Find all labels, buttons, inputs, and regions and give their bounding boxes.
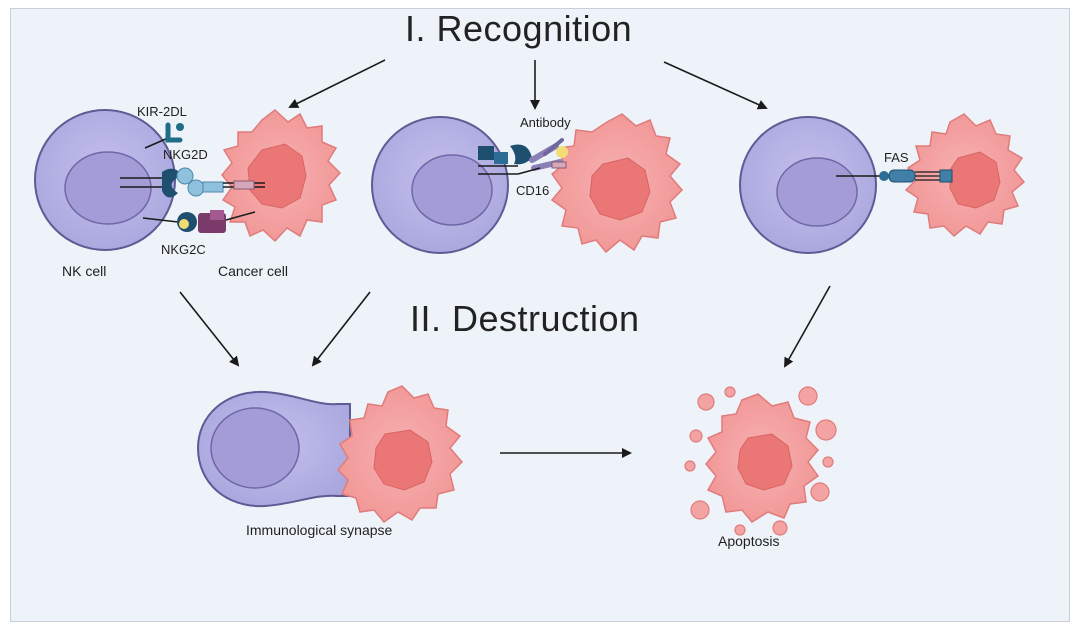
arrow-to-fas-panel	[663, 61, 768, 110]
cancer-nucleus	[373, 429, 433, 491]
antibody-icon	[517, 138, 568, 175]
cancer-nucleus	[247, 143, 307, 209]
apoptotic-cell	[684, 386, 837, 536]
nkg2c-receptor-icon	[142, 210, 256, 233]
cd16-receptor-icon	[478, 144, 532, 175]
panel-fas-recognition	[739, 113, 1026, 254]
nk-nucleus	[776, 157, 858, 227]
cancer-nucleus	[589, 157, 651, 221]
panel-receptor-recognition	[34, 109, 342, 251]
arrow-antibody-to-synapse	[311, 291, 371, 367]
cancer-nucleus	[737, 433, 793, 491]
label-kir-2dl: KIR-2DL	[137, 104, 187, 119]
nk-nucleus	[411, 154, 493, 226]
flow-arrows	[179, 59, 831, 458]
label-cancer-cell: Cancer cell	[218, 263, 289, 279]
arrow-fas-to-apoptosis	[784, 285, 831, 368]
immunological-synapse	[196, 385, 464, 524]
nk-nucleus	[210, 407, 300, 489]
kir-2dl-receptor-icon	[144, 122, 184, 149]
label-cd16: CD16	[516, 183, 550, 198]
panel-antibody-recognition	[371, 113, 684, 254]
label-fas: FAS	[884, 150, 909, 165]
label-immunological-synapse: Immunological synapse	[246, 522, 393, 538]
arrow-receptor-to-synapse	[179, 291, 240, 367]
label-antibody: Antibody	[520, 115, 571, 130]
label-nk-cell: NK cell	[62, 263, 107, 279]
diagram-frame	[10, 8, 1070, 622]
apoptotic-bodies	[684, 386, 837, 536]
arrow-to-receptor-panel	[288, 59, 386, 108]
heading-recognition: I. Recognition	[405, 8, 633, 49]
label-apoptosis: Apoptosis	[718, 533, 780, 549]
cancer-nucleus	[949, 151, 1001, 209]
fas-receptor-icon	[836, 169, 953, 183]
label-nkg2d: NKG2D	[163, 147, 208, 162]
heading-destruction: II. Destruction	[410, 298, 640, 339]
nkg2d-receptor-icon	[120, 167, 265, 198]
label-nkg2c: NKG2C	[161, 242, 206, 257]
nk-nucleus	[64, 151, 152, 225]
